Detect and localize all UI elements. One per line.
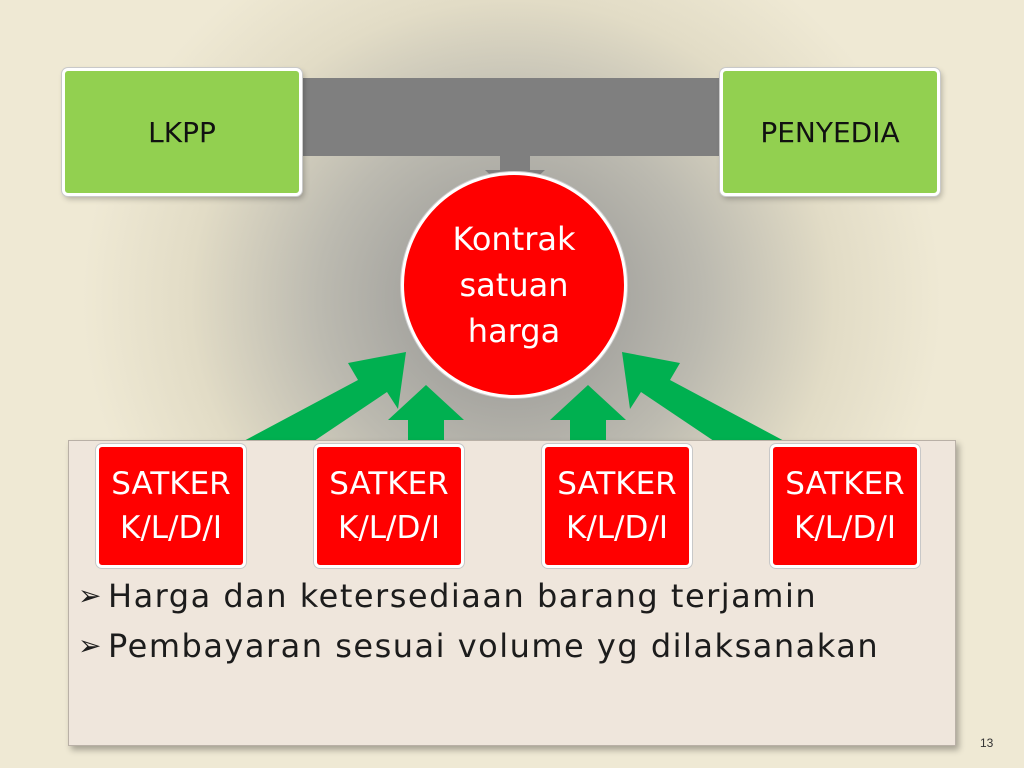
satker-box-2: SATKER K/L/D/I: [314, 444, 464, 568]
satker-box-3: SATKER K/L/D/I: [542, 444, 692, 568]
arrow-bullet-icon: ➢: [78, 579, 103, 612]
bullet-text: Harga dan ketersediaan barang terjamin: [108, 577, 818, 615]
connector-bar: [300, 78, 730, 156]
penyedia-box: PENYEDIA: [720, 68, 940, 196]
bullet-text: Pembayaran sesuai volume yg dilaksanakan: [108, 627, 880, 665]
satker-line1: SATKER: [785, 466, 905, 502]
bullet-item: ➢ Pembayaran sesuai volume yg dilaksanak…: [78, 628, 938, 664]
satker-line2: K/L/D/I: [338, 510, 440, 546]
satker-line2: K/L/D/I: [120, 510, 222, 546]
satker-line1: SATKER: [111, 466, 231, 502]
satker-line2: K/L/D/I: [566, 510, 668, 546]
green-arrow-3: [550, 385, 626, 443]
bullet-list: ➢ Harga dan ketersediaan barang terjamin…: [78, 578, 938, 678]
satker-box-1: SATKER K/L/D/I: [96, 444, 246, 568]
satker-line1: SATKER: [329, 466, 449, 502]
lkpp-label: LKPP: [148, 115, 216, 149]
arrow-bullet-icon: ➢: [78, 629, 103, 662]
satker-line2: K/L/D/I: [794, 510, 896, 546]
satker-line1: SATKER: [557, 466, 677, 502]
kontrak-label: Kontrak satuan harga: [452, 220, 576, 350]
lkpp-box: LKPP: [62, 68, 302, 196]
kontrak-circle: Kontrak satuan harga: [401, 172, 627, 398]
penyedia-label: PENYEDIA: [760, 115, 900, 149]
green-arrow-2: [388, 385, 464, 443]
satker-box-4: SATKER K/L/D/I: [770, 444, 920, 568]
bullet-item: ➢ Harga dan ketersediaan barang terjamin: [78, 578, 938, 614]
page-number: 13: [980, 736, 994, 750]
